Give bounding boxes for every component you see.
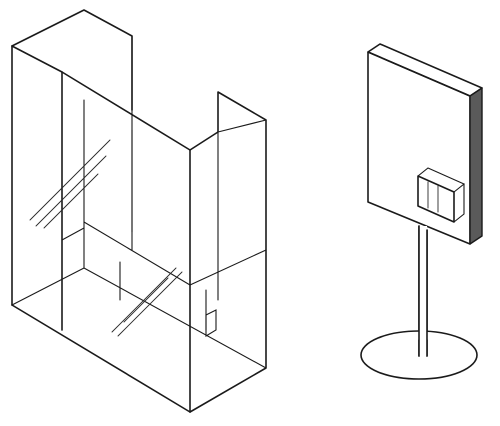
holder-left-side-top [11,45,63,73]
holder-front-tab [189,91,267,413]
stand-pole-outline [418,225,428,357]
stand-brochure-pocket [417,167,466,223]
stand-board-edge [469,87,483,245]
holder-bottom-left [11,304,191,413]
holder-glint-upper [29,139,111,229]
holder-shelf-line-3 [61,227,85,241]
holder-back-panel [11,9,133,111]
brochure-holder-drawing [11,9,267,413]
holder-side-bracket [205,309,217,337]
holder-shelf-line-2 [189,249,267,286]
floor-stand-drawing [360,43,483,380]
holder-shelf-line [83,221,191,286]
holder-front-tab-inner [217,119,267,133]
holder-glint-lower [111,267,183,337]
holder-bottom-back [11,267,267,369]
holder-front-top-edge [61,71,191,151]
stand-pole-fill [419,226,427,356]
